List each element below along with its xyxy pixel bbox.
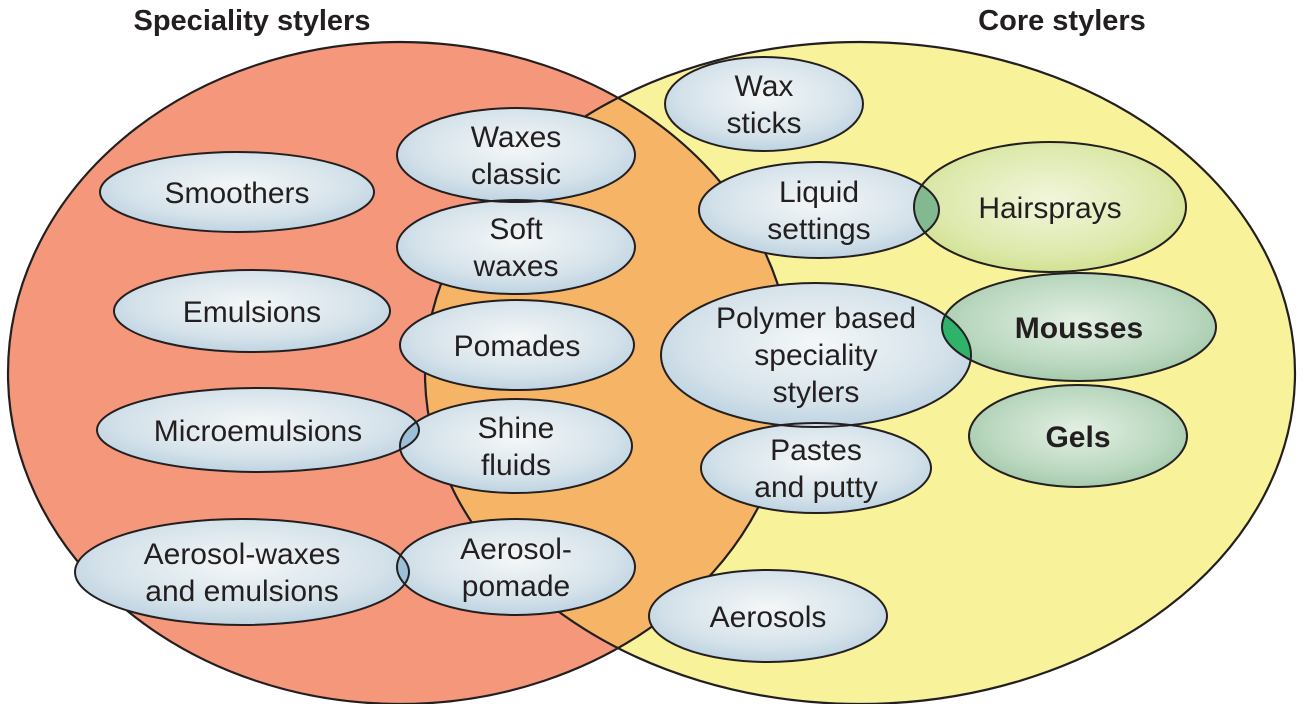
label-wax-sticks-line2: sticks (727, 107, 802, 140)
label-shine-fluids-line1: Shine (478, 412, 555, 445)
label-wax-sticks-line1: Wax (735, 70, 794, 103)
label-pastes-line1: Pastes (770, 434, 862, 467)
label-emulsions: Emulsions (183, 296, 321, 329)
label-aerosols: Aerosols (710, 601, 827, 634)
label-polymer-line1: Polymer based (716, 302, 916, 335)
label-waxes-classic-line1: Waxes (471, 121, 562, 154)
label-aerosol-pomade-line2: pomade (462, 570, 570, 603)
label-aerosol-pomade-line1: Aerosol- (460, 533, 572, 566)
label-smoothers: Smoothers (164, 177, 309, 210)
label-mousses: Mousses (1015, 312, 1143, 345)
title-speciality-stylers: Speciality stylers (134, 5, 371, 37)
title-core-stylers: Core stylers (978, 5, 1146, 37)
label-hairsprays: Hairsprays (978, 192, 1121, 225)
label-pomades: Pomades (454, 330, 581, 363)
label-polymer-line2: speciality (754, 339, 877, 372)
label-shine-fluids-line2: fluids (481, 449, 551, 482)
label-microemulsions: Microemulsions (154, 415, 362, 448)
label-gels: Gels (1045, 421, 1110, 454)
label-liquid-settings-line2: settings (767, 213, 870, 246)
label-aerosol-waxes-line2: and emulsions (145, 575, 338, 608)
label-aerosol-waxes-line1: Aerosol-waxes (144, 538, 341, 571)
label-polymer-line3: stylers (773, 376, 860, 409)
label-liquid-settings-line1: Liquid (779, 176, 859, 209)
label-waxes-classic-line2: classic (471, 158, 561, 191)
label-soft-waxes-line1: Soft (489, 213, 543, 246)
label-pastes-line2: and putty (754, 471, 877, 504)
label-soft-waxes-line2: waxes (472, 250, 558, 283)
